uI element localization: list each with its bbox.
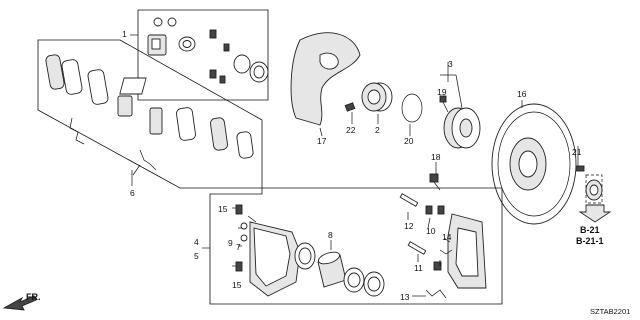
callout-3: 3 [448,59,453,69]
callout-6: 6 [130,188,135,198]
reference-label-b21-1: B-21-1 [576,236,604,246]
leader-lines [131,62,579,297]
wheel-bearing [361,82,393,124]
callout-1: 1 [122,29,127,39]
front-direction-label: FR. [26,292,41,302]
callout-4: 4 [194,237,199,247]
callout-20: 20 [404,136,414,146]
callout-16: 16 [517,89,527,99]
callout-9: 9 [228,238,233,248]
screw-21 [575,150,603,204]
wheel-hub [439,72,481,149]
callout-22: 22 [346,125,356,135]
callout-12: 12 [404,221,414,231]
caliper-box [202,187,503,305]
kit-1-box [130,9,269,101]
callout-10: 10 [426,226,436,236]
reference-arrow [578,204,612,223]
callout-2: 2 [375,125,380,135]
callout-21: 21 [572,147,582,157]
callout-14: 14 [442,232,452,242]
callout-13: 13 [400,292,410,302]
callout-18: 18 [431,152,441,162]
bolt-22 [344,102,356,124]
callout-19: 19 [437,87,447,97]
callout-7: 7 [236,242,241,252]
front-direction-arrow [2,295,37,311]
callout-17: 17 [317,136,327,146]
splash-guard [290,32,361,137]
pad-set-box [37,39,263,189]
diagram-code: SZTAB2201 [590,307,630,316]
callout-8: 8 [328,230,333,240]
bolt-18 [429,173,441,191]
snap-ring [401,93,423,136]
brake-disc [491,100,577,225]
callout-11: 11 [414,263,423,273]
callout-labels: 1 2 3 4 5 6 7 8 9 10 11 12 13 14 15 15 1… [122,29,582,302]
reference-label-b21: B-21 [580,225,600,235]
callout-15-bottom: 15 [232,280,242,290]
callout-15-top: 15 [218,204,228,214]
callout-5: 5 [194,251,199,261]
